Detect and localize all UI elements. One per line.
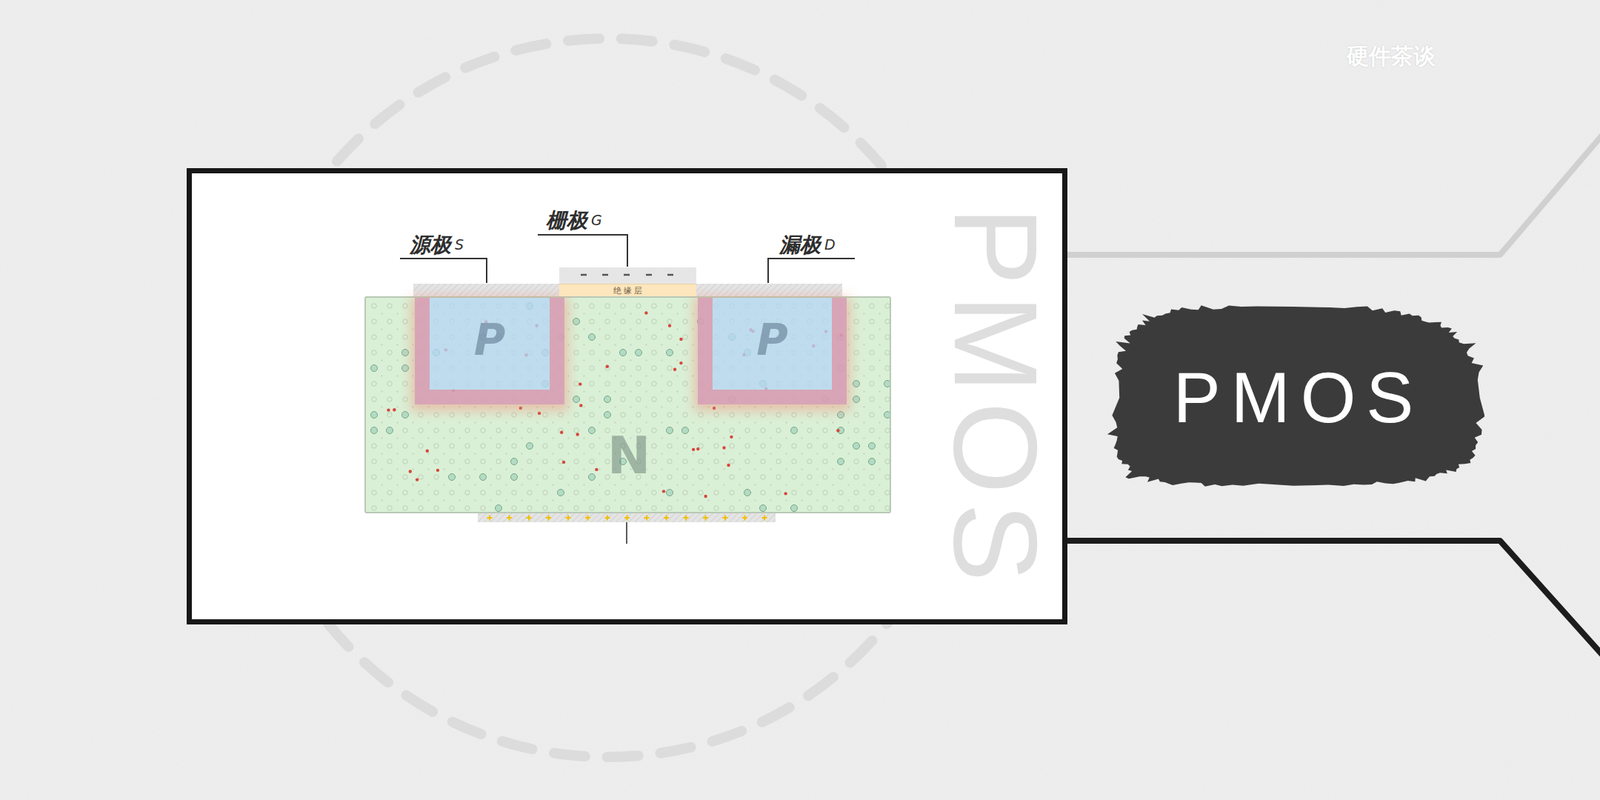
node-text: P bbox=[756, 314, 789, 366]
terminal-symbol: G bbox=[591, 211, 603, 229]
drain-contact bbox=[696, 283, 843, 297]
p-region: P bbox=[414, 297, 565, 405]
insulation-layer: 绝 缘 层 bbox=[559, 283, 697, 297]
gate-plate bbox=[559, 267, 697, 284]
node-text: PMOS bbox=[927, 205, 1064, 591]
node-text: PMOS bbox=[1162, 357, 1425, 439]
terminal-symbol: D bbox=[824, 236, 836, 253]
watermark: 硬件茶谈 bbox=[1346, 41, 1436, 72]
body-charges bbox=[487, 515, 768, 521]
leader-line bbox=[400, 258, 487, 283]
p-region: P bbox=[697, 297, 847, 405]
node-text: N bbox=[607, 425, 652, 486]
n-substrate: P P N bbox=[364, 296, 892, 514]
leader-line bbox=[537, 234, 628, 267]
source-contact bbox=[413, 283, 560, 297]
frame-ground bbox=[186, 168, 1068, 625]
terminal-label: 漏极 bbox=[779, 231, 821, 260]
title-blob: PMOS bbox=[1102, 300, 1485, 495]
terminal-label: 源极 bbox=[409, 231, 452, 260]
device-frame: P P N 绝 缘 层 PMOS bbox=[186, 168, 1068, 625]
node-text: 绝 缘 层 bbox=[613, 285, 643, 297]
terminal-symbol: S bbox=[454, 236, 464, 253]
black-wire bbox=[1067, 540, 1600, 657]
body-contact bbox=[477, 513, 776, 523]
gate-charges bbox=[580, 274, 674, 277]
leader-line bbox=[768, 258, 855, 283]
grey-wire bbox=[1067, 133, 1600, 255]
node-text: P bbox=[474, 314, 506, 366]
terminal-label: 栅极 bbox=[545, 206, 588, 235]
body-wire bbox=[625, 522, 628, 544]
